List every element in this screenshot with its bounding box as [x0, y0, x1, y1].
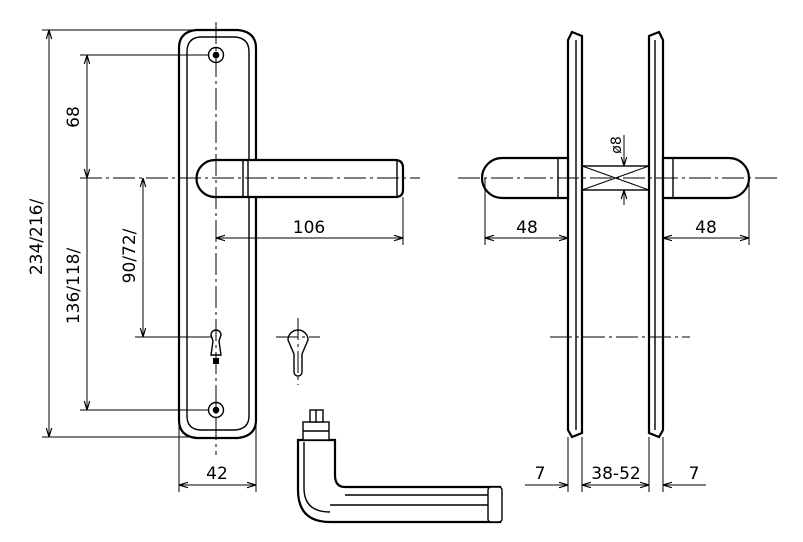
dim-plate-width: 42 — [206, 464, 228, 484]
keyhole-icon — [210, 329, 222, 356]
front-dimensions: 234/216/ 68 136/118/ 90/72/ 106 42 — [27, 29, 404, 492]
dim-rose-diameter: ø8 — [609, 136, 625, 153]
left-plate-side — [566, 30, 584, 439]
dim-door-thickness: 38-52 — [591, 464, 640, 484]
dim-screw-to-lever: 68 — [64, 106, 84, 128]
dim-total-height: 234/216/ — [27, 199, 47, 276]
dim-left-plate-thickness: 7 — [535, 464, 546, 484]
backplate-inner-outline — [186, 36, 250, 431]
dim-left-projection: 48 — [516, 218, 538, 238]
right-plate-side — [647, 30, 665, 439]
side-dimensions: ø8 48 48 7 38-52 7 — [484, 135, 750, 492]
profile-cylinder-cutout-icon — [287, 329, 309, 377]
dim-handle-to-keyhole: 90/72/ — [120, 228, 140, 283]
backplate-outline — [177, 28, 258, 440]
side-view — [458, 30, 780, 439]
dim-right-projection: 48 — [695, 218, 717, 238]
dim-lever-length: 106 — [293, 218, 325, 238]
front-view — [80, 22, 420, 455]
dim-screw-spacing: 136/118/ — [64, 248, 84, 325]
lever-perspective-view — [296, 409, 503, 524]
dim-right-plate-thickness: 7 — [689, 464, 700, 484]
